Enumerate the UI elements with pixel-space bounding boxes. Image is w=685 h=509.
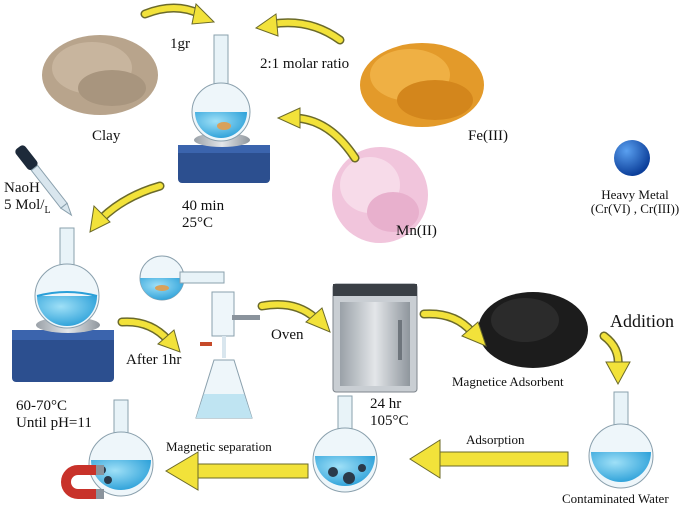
label-drying-conditions: 24 hr 105°C: [370, 396, 409, 429]
naoh-concentration: 5 Mol/L: [4, 196, 51, 216]
arrow-clay-to-flask: [140, 2, 216, 25]
heavy-metal-sphere: [614, 140, 650, 176]
label-oven: Oven: [271, 327, 304, 343]
arrow-to-filtration: [117, 317, 181, 353]
stirrer-flask-top: [178, 34, 270, 183]
arrow-adsorption: [409, 439, 569, 479]
fe-powder-pile: [360, 43, 484, 127]
tilted-flask: [139, 255, 225, 301]
arrow-fe-to-flask: [254, 13, 345, 45]
arrow-mn-to-flask: [276, 107, 360, 163]
stir-temperature: 25°C: [182, 214, 214, 231]
drying-temperature: 105°C: [370, 412, 409, 429]
label-addition: Addition: [610, 311, 675, 331]
naoh-name: NaoH: [4, 180, 40, 196]
heavy-metal-title: Heavy Metal: [601, 187, 669, 202]
label-amount: 1gr: [170, 36, 190, 52]
drying-oven: [332, 283, 418, 393]
magnet-icon: [61, 465, 104, 499]
precipitation-ph: Until pH=11: [16, 414, 92, 431]
arrow-magnetic-separation: [165, 451, 309, 491]
stirrer-flask-middle: [12, 227, 114, 382]
label-after: After 1hr: [126, 352, 182, 368]
clay-powder-pile: [42, 35, 158, 115]
stir-time: 40 min: [182, 198, 225, 214]
label-molar-ratio: 2:1 molar ratio: [260, 56, 350, 72]
label-clay: Clay: [92, 128, 121, 144]
label-precipitation-conditions: 60-70°C Until pH=11: [16, 398, 92, 431]
label-magnetic-separation: Magnetic separation: [166, 439, 272, 454]
naoh-dropper: [15, 145, 73, 217]
mn-crystal-pile: [332, 147, 428, 243]
label-naoh: NaoH 5 Mol/L: [4, 180, 51, 216]
contaminated-water-flask: [588, 391, 654, 489]
arrow-to-oven: [257, 300, 331, 333]
label-stir-conditions: 40 min 25°C: [182, 198, 224, 231]
adsorption-flask: [312, 395, 378, 493]
label-mn: Mn(II): [396, 223, 437, 239]
label-heavy-metal: Heavy Metal (Cr(VI) , Cr(III)): [588, 187, 682, 217]
label-magnetic-adsorbent: Magnetice Adsorbent: [452, 374, 564, 389]
heavy-metal-species: (Cr(VI) , Cr(III)): [590, 201, 680, 217]
arrow-addition: [599, 331, 631, 386]
vacuum-filter: [195, 291, 260, 419]
drying-time: 24 hr: [370, 396, 402, 412]
arrow-to-adsorbent: [419, 309, 487, 347]
precipitation-temperature: 60-70°C: [16, 398, 68, 414]
separation-flask: [88, 399, 154, 497]
label-fe: Fe(III): [468, 128, 508, 144]
arrow-to-second-stirrer: [89, 181, 165, 233]
label-contaminated-water: Contaminated Water: [562, 491, 669, 506]
label-adsorption: Adsorption: [466, 432, 525, 447]
magnetic-adsorbent-pile: [478, 292, 588, 368]
